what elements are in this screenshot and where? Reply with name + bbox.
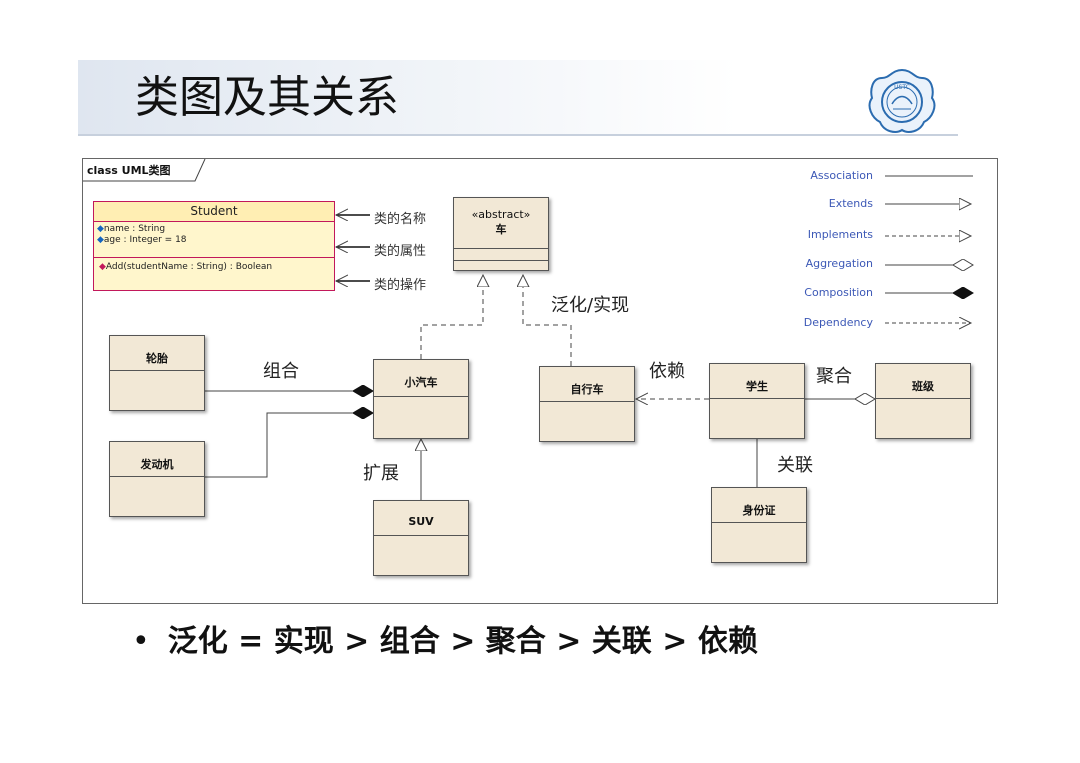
- summary-bullet: • 泛化 = 实现 > 组合 > 聚合 > 关联 > 依赖: [132, 616, 758, 660]
- bullet-dot: •: [132, 624, 150, 659]
- student-class-name: Student: [94, 202, 334, 222]
- realization-line-bicycle: [523, 275, 572, 366]
- uml-diagram: class UML类图 Student ◆name : String ◆age …: [82, 158, 998, 604]
- class-id-card: 身份证: [711, 487, 807, 563]
- id-card-name: 身份证: [742, 504, 776, 517]
- realization-line-car: [420, 275, 483, 359]
- title-rule: [78, 134, 958, 136]
- logo-text: USTC: [894, 84, 910, 91]
- legend-aggregation: Aggregation: [805, 257, 873, 270]
- student-attributes: ◆name : String ◆age : Integer = 18: [94, 222, 334, 258]
- class-car: 小汽车: [373, 359, 469, 439]
- label-generalization-realization: 泛化/实现: [551, 295, 630, 316]
- student-operations: ◆Add(studentName : String) : Boolean: [94, 258, 334, 276]
- class-bicycle: 自行车: [539, 366, 635, 442]
- legend-implements: Implements: [807, 228, 873, 241]
- attribute-age: ◆age : Integer = 18: [97, 235, 187, 245]
- composition-line-engine: [205, 413, 373, 478]
- operation-icon: ◆: [99, 262, 106, 272]
- legend-association: Association: [810, 169, 873, 182]
- relationship-lines: [205, 175, 997, 500]
- class-tire: 轮胎: [109, 335, 205, 411]
- label-dependency: 依赖: [649, 361, 685, 382]
- abstract-car-name: 车: [495, 223, 507, 236]
- label-aggregation: 聚合: [816, 366, 852, 387]
- class-abstract-car: «abstract» 车: [453, 197, 549, 271]
- frame-label: class UML类图: [87, 164, 171, 177]
- class-group: 班级: [875, 363, 971, 439]
- annotation-arrows: [336, 215, 370, 281]
- label-extends: 扩展: [363, 463, 399, 484]
- label-association: 关联: [777, 455, 813, 476]
- title-band: [78, 60, 958, 136]
- label-composition: 组合: [263, 361, 299, 382]
- legend-extends: Extends: [828, 197, 873, 210]
- car-name: 小汽车: [404, 376, 438, 389]
- attribute-icon: ◆: [97, 224, 104, 234]
- engine-name: 发动机: [140, 458, 174, 471]
- abstract-stereotype: «abstract»: [471, 208, 531, 221]
- legend-lines: [885, 175, 973, 323]
- annotation-class-name: 类的名称: [374, 212, 427, 227]
- student-cn-name: 学生: [746, 380, 768, 393]
- legend-dependency: Dependency: [803, 316, 873, 329]
- summary-text: 泛化 = 实现 > 组合 > 聚合 > 关联 > 依赖: [167, 624, 758, 659]
- annotation-class-operations: 类的操作: [374, 278, 427, 293]
- ustc-logo: USTC: [868, 68, 936, 133]
- slide-title: 类图及其关系: [135, 72, 399, 123]
- attribute-icon: ◆: [97, 235, 104, 245]
- bicycle-name: 自行车: [570, 383, 604, 396]
- class-group-name: 班级: [912, 380, 934, 393]
- operation-add: Add(studentName : String) : Boolean: [105, 262, 273, 272]
- frame-tab: [83, 159, 206, 182]
- tire-name: 轮胎: [146, 352, 168, 365]
- class-suv: SUV: [373, 500, 469, 576]
- annotation-class-attributes: 类的属性: [374, 244, 427, 259]
- student-class-example: Student ◆name : String ◆age : Integer = …: [93, 201, 335, 291]
- suv-name: SUV: [408, 515, 434, 528]
- legend-composition: Composition: [804, 286, 873, 299]
- class-student: 学生: [709, 363, 805, 439]
- attribute-name: ◆name : String: [97, 224, 166, 234]
- class-engine: 发动机: [109, 441, 205, 517]
